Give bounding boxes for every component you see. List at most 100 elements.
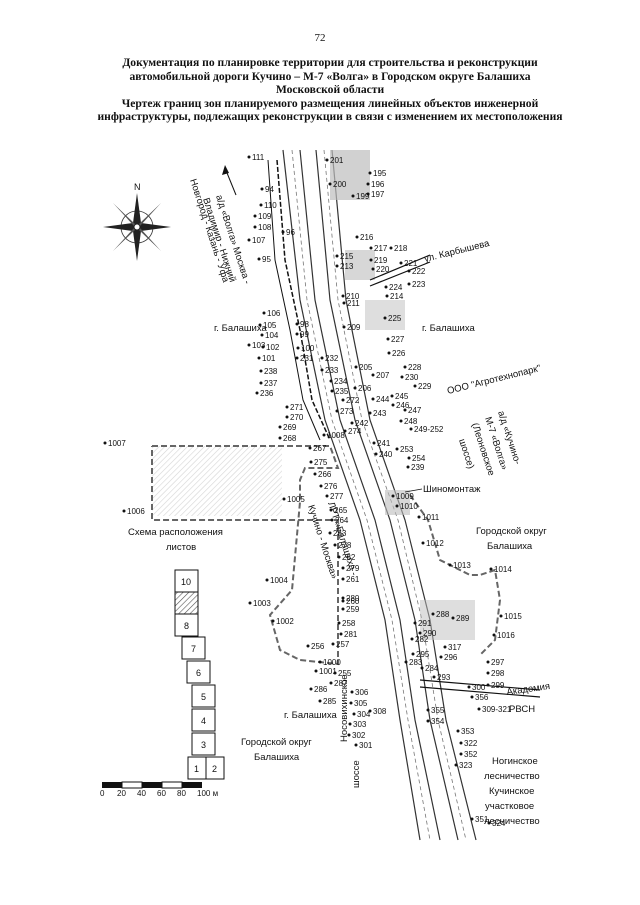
- point-marker-195: [368, 171, 372, 175]
- point-label-240: 240: [379, 450, 393, 459]
- point-label-269: 269: [283, 423, 297, 432]
- point-marker-217: [369, 246, 373, 250]
- point-label-249-252: 249-252: [414, 425, 444, 434]
- point-label-241: 241: [377, 439, 391, 448]
- point-label-95: 95: [262, 255, 271, 264]
- point-marker-248: [399, 419, 403, 423]
- point-marker-108: [253, 225, 257, 229]
- document-title: Документация по планировке территории дл…: [70, 56, 590, 124]
- point-label-259: 259: [346, 605, 360, 614]
- point-label-266: 266: [318, 470, 332, 479]
- point-marker-224: [384, 285, 388, 289]
- point-marker-96: [281, 230, 285, 234]
- point-marker-1003: [248, 601, 252, 605]
- point-label-237: 237: [264, 379, 278, 388]
- point-label-195: 195: [373, 169, 387, 178]
- point-marker-242: [350, 421, 354, 425]
- point-label-218: 218: [394, 244, 408, 253]
- point-marker-240: [374, 452, 378, 456]
- point-marker-306: [350, 690, 354, 694]
- point-label-222: 222: [412, 267, 426, 276]
- point-label-238: 238: [264, 367, 278, 376]
- point-marker-229: [413, 384, 417, 388]
- point-label-1008: 1008: [327, 431, 345, 440]
- rvsn-label: РВСН: [509, 704, 535, 715]
- point-marker-283: [404, 660, 408, 664]
- point-marker-322: [459, 741, 463, 745]
- sheet-index: 10 9 8 7 6 5 4 3 1 2: [174, 569, 225, 780]
- point-marker-214: [385, 294, 389, 298]
- point-marker-303: [348, 722, 352, 726]
- point-label-223: 223: [412, 280, 426, 289]
- scheme-title-a: Схема расположения: [128, 527, 223, 538]
- left-hatched-zone: [152, 446, 282, 516]
- point-label-211: 211: [347, 299, 360, 308]
- point-marker-215: [335, 254, 339, 258]
- point-label-239: 239: [411, 463, 425, 472]
- point-marker-209: [342, 325, 346, 329]
- point-marker-264: [330, 518, 334, 522]
- point-marker-269: [278, 425, 282, 429]
- point-label-213: 213: [340, 262, 354, 271]
- point-label-217: 217: [374, 244, 388, 253]
- point-marker-305: [349, 701, 353, 705]
- point-marker-289: [451, 616, 455, 620]
- point-marker-218: [389, 246, 393, 250]
- point-marker-225: [383, 316, 387, 320]
- point-marker-227: [386, 337, 390, 341]
- point-marker-237: [259, 381, 263, 385]
- point-marker-230: [400, 375, 404, 379]
- point-label-299: 299: [491, 681, 505, 690]
- point-label-229: 229: [418, 382, 432, 391]
- point-label-98: 98: [300, 320, 309, 329]
- point-label-1013: 1013: [453, 561, 471, 570]
- sheet-8: 8: [184, 621, 189, 631]
- point-marker-102: [261, 345, 265, 349]
- point-label-197: 197: [371, 190, 385, 199]
- point-marker-107: [247, 238, 251, 242]
- point-label-272: 272: [346, 396, 360, 405]
- point-marker-291: [413, 621, 417, 625]
- point-marker-226: [387, 351, 391, 355]
- point-label-108: 108: [258, 223, 272, 232]
- point-marker-268: [278, 436, 282, 440]
- point-label-110: 110: [264, 201, 277, 210]
- point-label-296: 296: [444, 653, 458, 662]
- point-label-297: 297: [491, 658, 505, 667]
- point-label-1011: 1011: [422, 513, 440, 522]
- point-label-1009: 1009: [396, 492, 414, 501]
- point-label-301: 301: [359, 741, 373, 750]
- point-label-324: 324: [492, 819, 506, 828]
- point-label-300: 300: [472, 683, 486, 692]
- point-label-256: 256: [311, 642, 325, 651]
- point-marker-200: [328, 182, 332, 186]
- point-marker-258: [337, 621, 341, 625]
- noginsk-label-a: Ногинское: [492, 756, 538, 767]
- point-marker-355: [426, 708, 430, 712]
- point-marker-1004: [265, 578, 269, 582]
- point-marker-110: [259, 203, 263, 207]
- point-label-285: 285: [323, 697, 337, 706]
- point-label-273: 273: [340, 407, 354, 416]
- karbysheva-label: ул. Карбышева: [423, 238, 491, 265]
- point-label-295: 295: [416, 650, 430, 659]
- point-label-225: 225: [388, 314, 402, 323]
- point-label-278: 278: [338, 541, 352, 550]
- point-marker-257: [331, 642, 335, 646]
- point-marker-233: [320, 368, 324, 372]
- sheet-10: 10: [181, 577, 191, 587]
- balashikha-right-label: г. Балашиха: [422, 323, 476, 334]
- point-label-104: 104: [265, 331, 279, 340]
- point-marker-220: [371, 267, 375, 271]
- point-label-262: 262: [342, 553, 356, 562]
- point-marker-278: [333, 543, 337, 547]
- main-road: [282, 149, 477, 841]
- title-line-2: автомобильной дороги Кучино – М-7 «Волга…: [129, 69, 531, 83]
- point-marker-247: [403, 408, 407, 412]
- point-label-1003: 1003: [253, 599, 271, 608]
- point-marker-317: [443, 645, 447, 649]
- point-label-231: 231: [300, 354, 314, 363]
- point-label-268: 268: [283, 434, 297, 443]
- point-marker-1006: [122, 509, 126, 513]
